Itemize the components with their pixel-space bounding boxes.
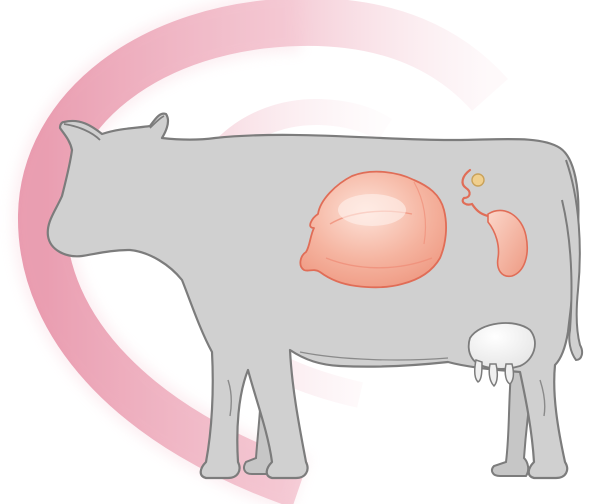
ovary — [472, 174, 484, 186]
stomach-highlight — [338, 194, 406, 226]
